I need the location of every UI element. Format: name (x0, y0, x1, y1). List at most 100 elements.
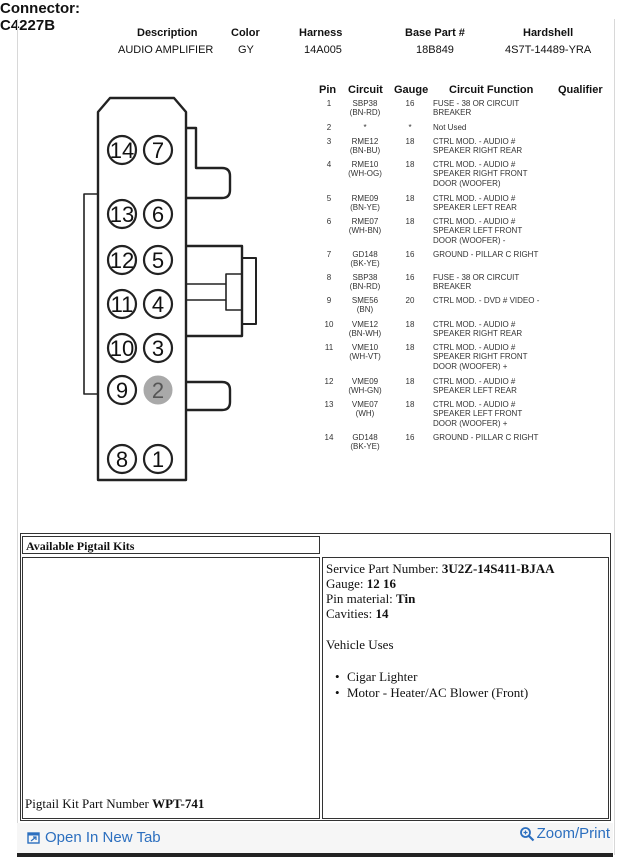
wire-gauge: 18 (405, 320, 415, 329)
gauge-label: Gauge: (326, 576, 367, 591)
pin-cavity-10 (106, 332, 138, 364)
vehicle-uses-label: Vehicle Uses (326, 637, 394, 652)
circuit-code: SBP38 (BN-RD) (349, 99, 381, 118)
connector-housing (96, 96, 188, 482)
pin-cavity-label: 14 (110, 138, 134, 163)
harness-label: Harness (299, 27, 343, 39)
pigtail-title: Available Pigtail Kits (22, 536, 320, 554)
circuit-function: CTRL MOD. - AUDIO # SPEAKER RIGHT REAR (433, 320, 523, 339)
wire-gauge: 18 (405, 217, 415, 226)
zoom-print-link[interactable]: Zoom/Print (519, 825, 610, 842)
col-header-circuit: Circuit (348, 84, 383, 96)
pigtail-left-cell (22, 557, 320, 819)
pin-number: 14 (324, 433, 334, 442)
wire-gauge: 16 (405, 433, 415, 442)
circuit-function: FUSE - 38 OR CIRCUIT BREAKER (433, 273, 520, 292)
pin-cavity-12 (106, 244, 138, 276)
pin-cavity-5 (142, 244, 174, 276)
pin-cavity-label: 7 (152, 138, 164, 163)
circuit-code: VME07 (WH) (351, 400, 379, 419)
gauge-value: 12 16 (366, 576, 397, 591)
pin-cavity-label: 8 (116, 447, 128, 472)
wire-gauge: 16 (405, 250, 415, 259)
pin-cavity-label: 13 (110, 202, 134, 227)
circuit-function: CTRL MOD. - AUDIO # SPEAKER RIGHT REAR (433, 137, 523, 156)
pin-cavity-8 (106, 443, 138, 475)
open-in-new-tab-link[interactable]: Open In New Tab (27, 829, 161, 846)
pin-cavity-label: 1 (152, 447, 164, 472)
circuit-function: GROUND - PILLAR C RIGHT (433, 433, 539, 442)
vehicle-use-item: Motor - Heater/AC Blower (Front) (335, 685, 528, 701)
pin-cavity-label: 9 (116, 378, 128, 403)
pin-cavity-label: 6 (152, 202, 164, 227)
circuit-code: VME12 (BN-WH) (348, 320, 382, 339)
wire-gauge: 20 (405, 296, 415, 305)
circuit-code: GD148 (BK-YE) (350, 250, 380, 269)
circuit-code: SME56 (BN) (351, 296, 379, 315)
wire-gauge: 18 (405, 377, 415, 386)
open-in-new-tab-label: Open In New Tab (45, 829, 161, 846)
wire-gauge: 18 (405, 400, 415, 409)
cavities-line: Cavities: 14 (326, 606, 388, 622)
base-part-label: Base Part # (405, 27, 465, 39)
circuit-function: FUSE - 38 OR CIRCUIT BREAKER (433, 99, 520, 118)
col-header-qualifier: Qualifier (558, 84, 603, 96)
pigtail-right-cell (322, 557, 609, 819)
pigtail-table (20, 533, 611, 821)
pin-cavity-11 (106, 288, 138, 320)
pin-cavity-label: 5 (152, 248, 164, 273)
wire-gauge: * (408, 123, 412, 132)
kit-part-label: Pigtail Kit Part Number (25, 796, 153, 811)
document-frame (17, 19, 615, 855)
pin-number: 11 (324, 343, 334, 352)
pin-cavity-13 (106, 198, 138, 230)
right-latch (186, 244, 244, 338)
zoom-print-label: Zoom/Print (536, 825, 610, 842)
pin-cavity-label: 12 (110, 248, 134, 273)
col-header-pin: Pin (319, 84, 337, 96)
pin-number: 13 (324, 400, 334, 409)
circuit-code: * (363, 123, 367, 132)
pin-number: 5 (326, 194, 332, 203)
description-value: AUDIO AMPLIFIER (118, 44, 214, 56)
wire-gauge: 18 (405, 160, 415, 169)
circuit-code: RME07 (WH-BN) (348, 217, 382, 236)
bottom-edge (17, 853, 613, 857)
pin-cavity-6 (142, 198, 174, 230)
pin-number: 8 (326, 273, 332, 282)
pin-material-label: Pin material: (326, 591, 397, 606)
circuit-code: RME12 (BN-BU) (349, 137, 381, 156)
circuit-function: GROUND - PILLAR C RIGHT (433, 250, 539, 259)
pin-cavity-7 (142, 134, 174, 166)
pin-number: 9 (326, 296, 332, 305)
circuit-function: CTRL MOD. - DVD # VIDEO - (433, 296, 540, 305)
right-ear-lower (186, 380, 232, 412)
pin-cavity-3 (142, 332, 174, 364)
circuit-code: VME10 (WH-VT) (349, 343, 381, 362)
pin-cavity-label: 2 (152, 378, 164, 403)
circuit-function: CTRL MOD. - AUDIO # SPEAKER LEFT REAR (433, 377, 517, 396)
pin-cavity-2 (143, 375, 173, 405)
pin-number: 10 (324, 320, 334, 329)
circuit-code: VME09 (WH-GN) (348, 377, 382, 396)
wire-gauge: 18 (405, 137, 415, 146)
wire-gauge: 16 (405, 273, 415, 282)
circuit-code: RME09 (BN-YE) (350, 194, 380, 213)
gauge-line: Gauge: 12 16 (326, 576, 396, 592)
wire-gauge: 18 (405, 343, 415, 352)
pin-cavity-4 (142, 288, 174, 320)
description-label: Description (137, 27, 198, 39)
circuit-function: CTRL MOD. - AUDIO # SPEAKER RIGHT FRONT … (433, 160, 528, 188)
cavities-value: 14 (375, 606, 389, 621)
circuit-function: Not Used (433, 123, 467, 132)
service-part-line: Service Part Number: 3U2Z-14S411-BJAA (326, 561, 555, 577)
circuit-function: CTRL MOD. - AUDIO # SPEAKER LEFT REAR (433, 194, 517, 213)
connector-id: C4227B (0, 17, 56, 34)
circuit-function: CTRL MOD. - AUDIO # SPEAKER RIGHT FRONT … (433, 343, 528, 371)
footer-bar (17, 823, 613, 855)
pin-number: 12 (324, 377, 334, 386)
pin-number: 7 (326, 250, 332, 259)
vehicle-use-item: Cigar Lighter (335, 669, 417, 685)
hardshell-label: Hardshell (523, 27, 574, 39)
